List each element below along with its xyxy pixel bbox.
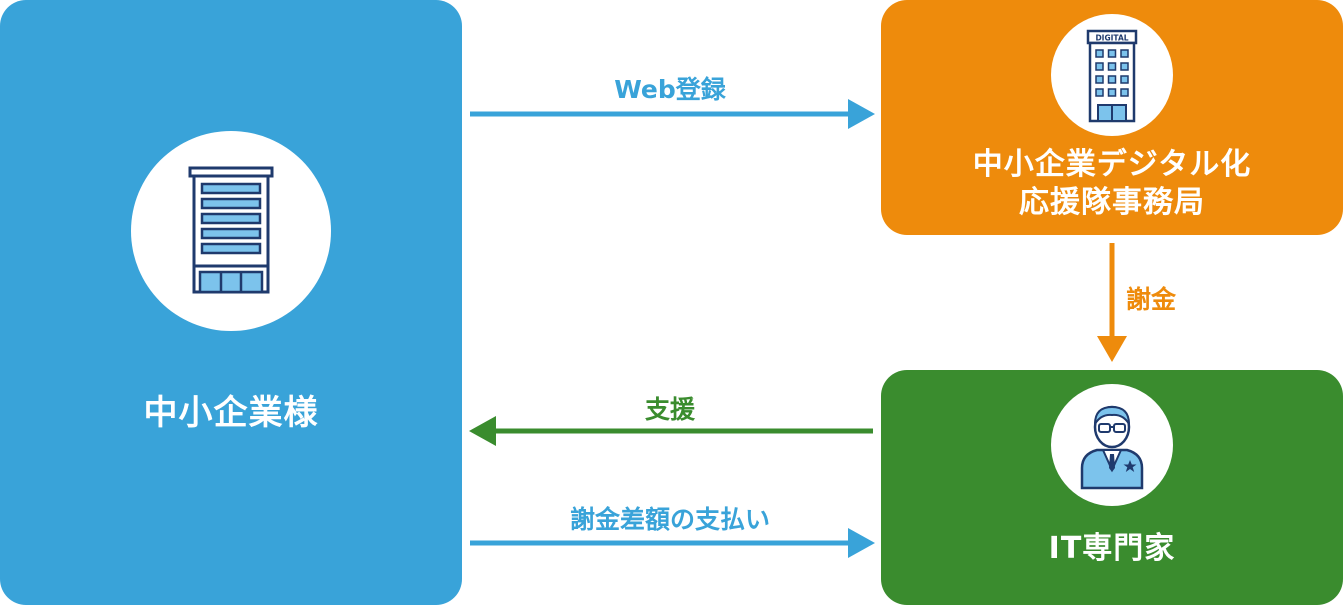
it-icon-circle [1051, 384, 1173, 506]
office-building-icon [188, 166, 274, 294]
node-sme: 中小企業様 [0, 0, 462, 605]
sme-label: 中小企業様 [143, 393, 319, 433]
office-label: 中小企業デジタル化 応援隊事務局 [881, 146, 1343, 222]
expert-person-icon [1080, 405, 1144, 490]
node-it-expert: IT専門家 [881, 370, 1343, 605]
digital-sign-text: DIGITAL [1095, 34, 1128, 43]
node-support-office: DIGITAL 中小企業デジタル化 応援隊事務局 [881, 0, 1343, 235]
flow-label-payment: 謝金差額の支払い [569, 505, 770, 534]
office-label-line2: 応援隊事務局 [1019, 185, 1205, 220]
arrow-support [469, 416, 873, 446]
sme-icon-circle [131, 131, 331, 331]
flow-label-web-registration: Web登録 [614, 75, 726, 104]
arrow-payment [470, 528, 875, 558]
it-expert-label: IT専門家 [1048, 531, 1176, 566]
arrow-web-registration [470, 99, 875, 129]
flow-label-fee: 謝金 [1126, 285, 1177, 314]
office-label-line1: 中小企業デジタル化 [972, 147, 1252, 182]
arrow-fee [1097, 243, 1127, 362]
digital-building-icon: DIGITAL [1086, 29, 1138, 123]
flow-label-support: 支援 [644, 395, 695, 424]
office-icon-circle: DIGITAL [1051, 14, 1173, 136]
